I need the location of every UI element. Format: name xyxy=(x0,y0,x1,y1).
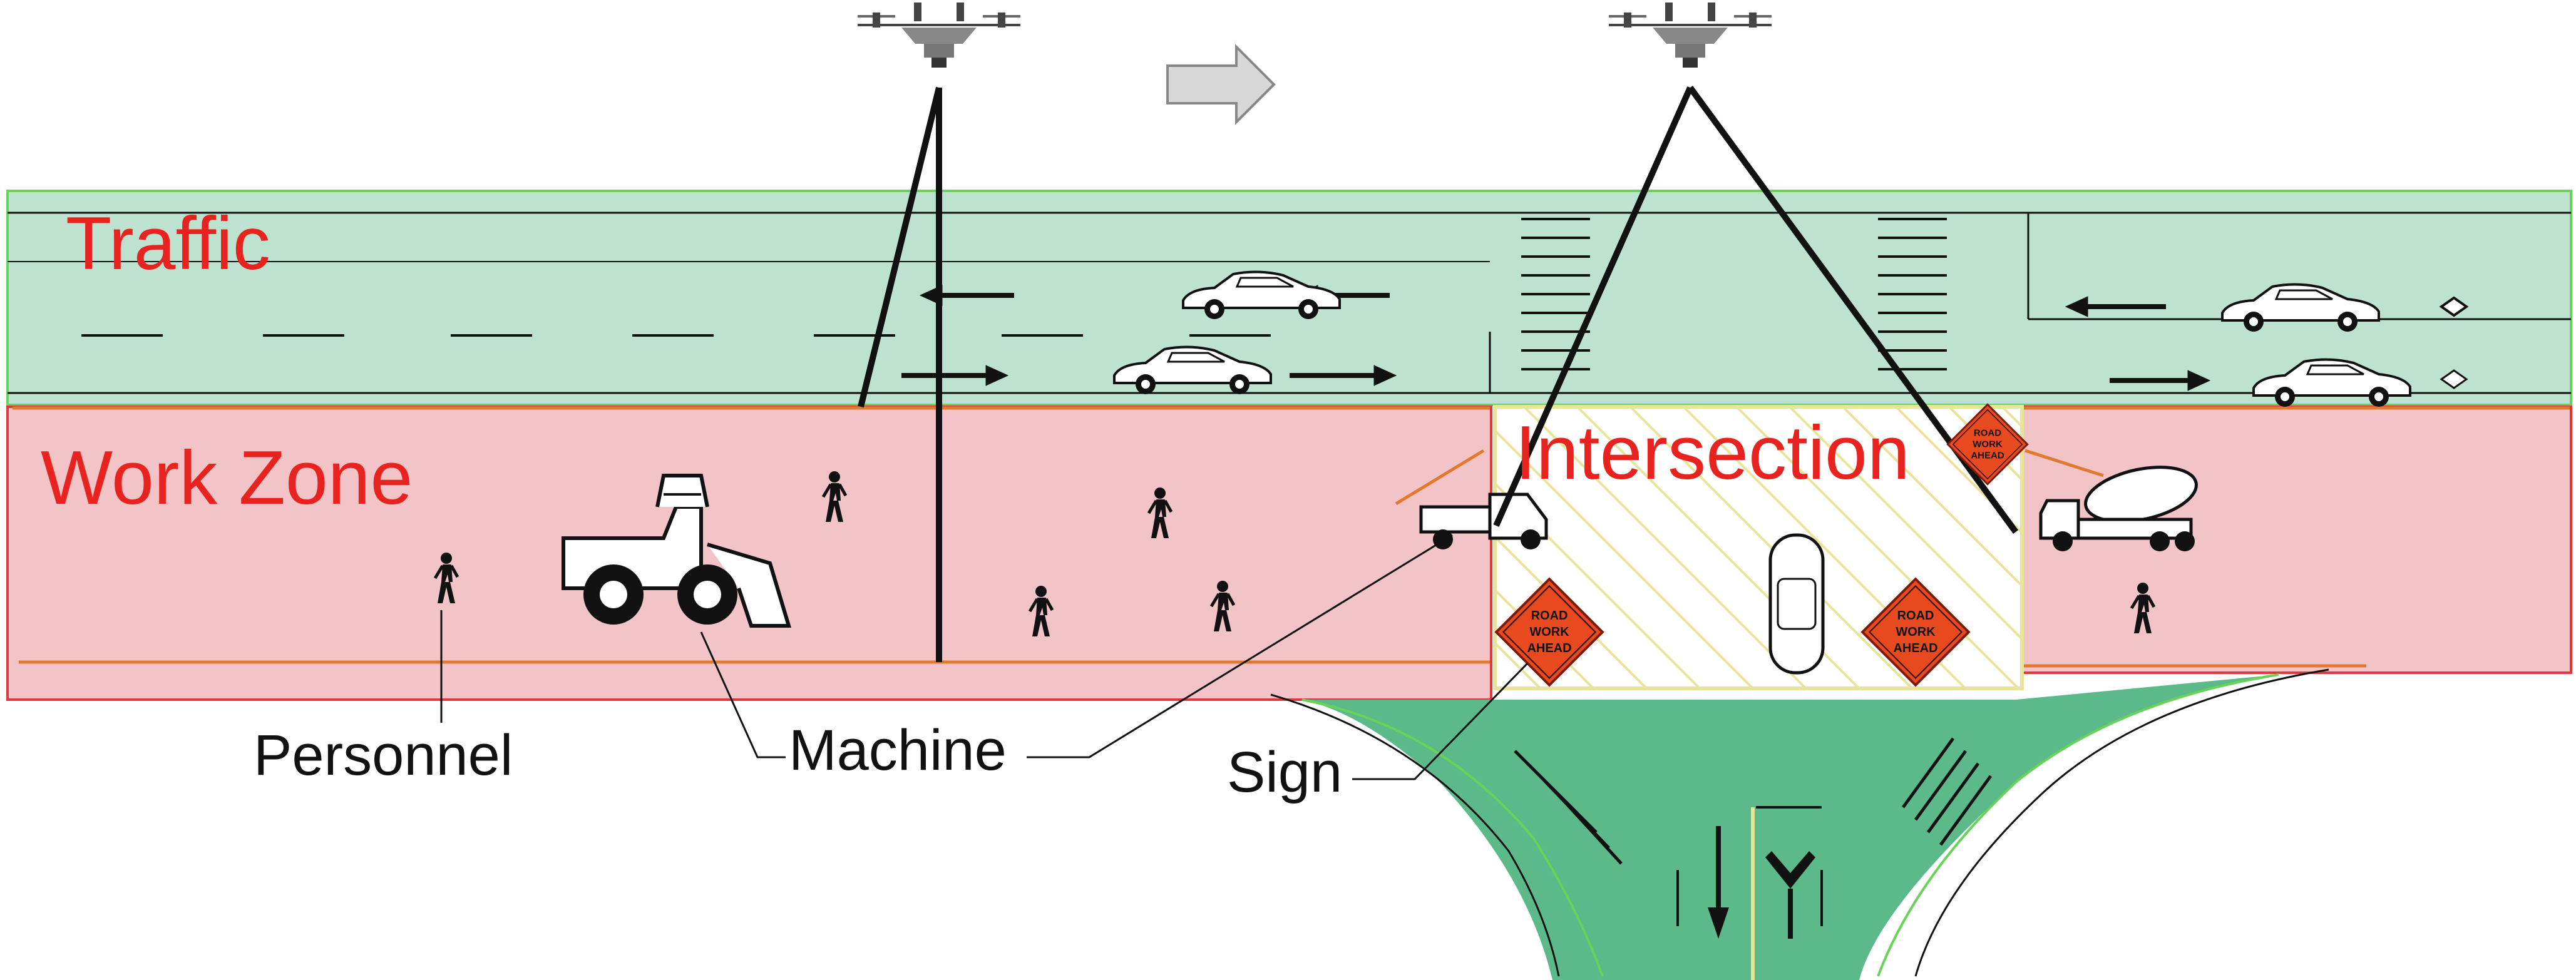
drone-sightlines xyxy=(858,86,2019,662)
left-right-arrow-icon xyxy=(1765,851,1815,939)
svg-text:WORK: WORK xyxy=(1529,625,1569,639)
svg-text:ROAD: ROAD xyxy=(1897,609,1934,623)
svg-text:AHEAD: AHEAD xyxy=(1893,641,1937,655)
mixer-truck-icon xyxy=(2039,466,2198,551)
callout-leaders xyxy=(440,534,1529,780)
down-arrow-icon xyxy=(1708,826,1729,939)
crosswalk-left xyxy=(1521,218,1590,370)
intersection-road xyxy=(1302,675,2279,980)
drone-icon xyxy=(856,1,1022,69)
work-zone-label: Work Zone xyxy=(41,435,413,520)
sign-callout: Sign xyxy=(1227,740,1342,804)
loader-icon xyxy=(562,474,792,628)
truck-icon xyxy=(1419,493,1548,549)
drone-icon xyxy=(1608,1,1773,69)
road-work-sign: ROAD WORK AHEAD xyxy=(1861,578,1970,687)
svg-text:WORK: WORK xyxy=(1896,625,1936,639)
road-work-sign: ROAD WORK AHEAD xyxy=(1946,403,2029,486)
svg-text:AHEAD: AHEAD xyxy=(1527,641,1571,655)
right-arrow-icon xyxy=(1166,44,1276,125)
crosswalk-right xyxy=(1878,218,1947,370)
work-zone-left xyxy=(6,406,1492,701)
svg-text:ROAD: ROAD xyxy=(1974,428,2001,439)
machine-callout: Machine xyxy=(789,718,1007,782)
road-work-sign: ROAD WORK AHEAD xyxy=(1495,578,1604,687)
car-icon xyxy=(1768,533,1825,675)
intersection-label: Intersection xyxy=(1515,410,1910,495)
personnel-callout: Personnel xyxy=(254,723,513,787)
svg-text:ROAD: ROAD xyxy=(1531,609,1568,623)
svg-text:AHEAD: AHEAD xyxy=(1971,451,2004,461)
svg-text:WORK: WORK xyxy=(1973,439,2003,450)
traffic-label: Traffic xyxy=(66,202,270,285)
